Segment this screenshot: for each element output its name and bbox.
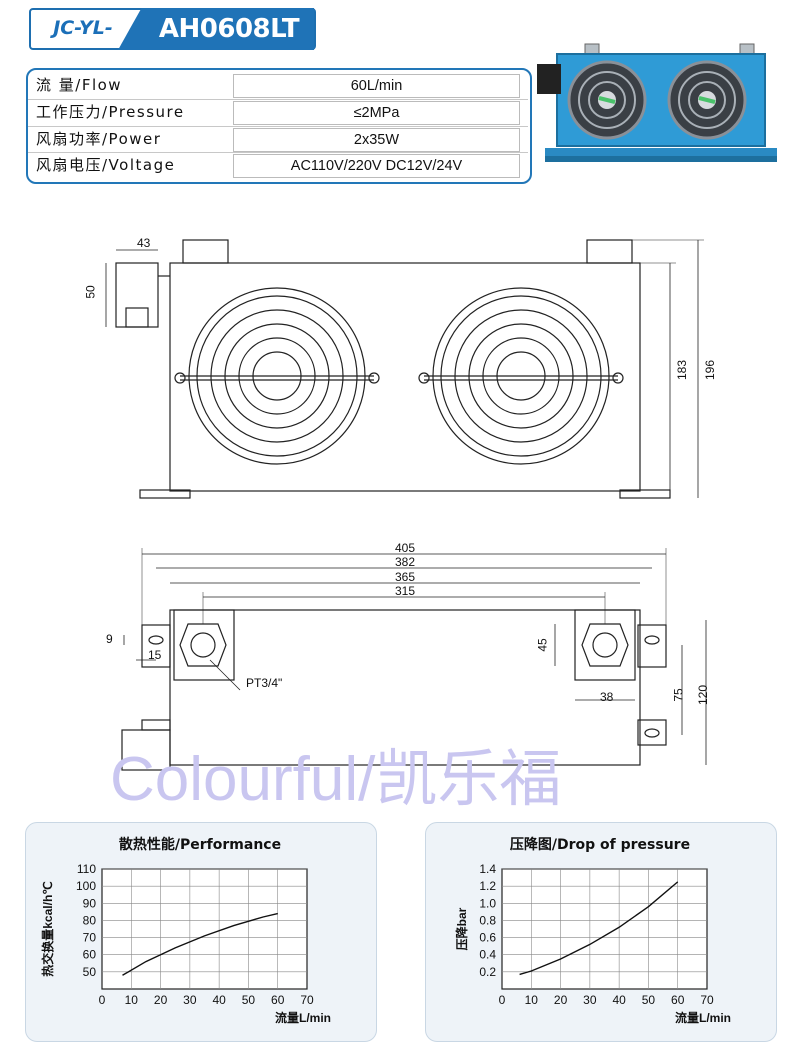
dim-120: 120 xyxy=(696,684,711,706)
y-tick-label: 0.4 xyxy=(479,948,496,962)
dim-45: 45 xyxy=(535,638,550,652)
spec-label: 流 量/Flow xyxy=(36,76,123,94)
series-line xyxy=(519,881,679,976)
y-tick-label: 80 xyxy=(83,913,97,927)
x-tick-label: 50 xyxy=(242,993,256,1007)
x-tick-label: 10 xyxy=(525,993,539,1007)
x-tick-label: 60 xyxy=(671,993,685,1007)
spec-divider xyxy=(28,126,528,127)
front-view-drawing xyxy=(105,239,704,499)
fan-icon xyxy=(567,60,647,140)
y-tick-label: 1.4 xyxy=(479,862,496,876)
dim-body-height: 183 xyxy=(675,359,690,381)
dim-total-height: 196 xyxy=(703,359,718,381)
y-tick-label: 50 xyxy=(83,965,97,979)
spec-divider xyxy=(28,152,528,153)
model-prefix: JC-YL- xyxy=(53,17,113,39)
y-tick-label: 60 xyxy=(83,948,97,962)
x-tick-label: 10 xyxy=(125,993,139,1007)
dim-382: 382 xyxy=(395,555,416,569)
y-tick-label: 110 xyxy=(77,862,96,876)
x-tick-label: 50 xyxy=(642,993,656,1007)
spec-row-pressure: 工作压力/Pressure ≤2MPa xyxy=(28,99,528,125)
y-tick-label: 0.8 xyxy=(479,913,496,927)
model-badge xyxy=(118,8,314,50)
x-tick-label: 0 xyxy=(99,993,106,1007)
x-tick-label: 70 xyxy=(700,993,714,1007)
spec-label: 风扇功率/Power xyxy=(36,130,162,148)
dim-terminal-height: 50 xyxy=(83,285,98,299)
pressure-drop-chart: 0 10 20 30 40 50 60 70 0.2 0.4 0.6 0.8 1.0 1.2 1.4 流量L/… xyxy=(454,862,731,1025)
dim-75: 75 xyxy=(671,688,686,702)
y-tick-label: 100 xyxy=(76,879,96,893)
dim-9: 9 xyxy=(106,632,113,646)
spec-value: ≤2MPa xyxy=(233,101,520,125)
y-tick-label: 1.0 xyxy=(479,896,496,910)
y-tick-label: 90 xyxy=(83,896,97,910)
x-tick-label: 0 xyxy=(499,993,506,1007)
y-axis-label: 热交换量kcal/h℃ xyxy=(40,881,55,977)
x-tick-label: 20 xyxy=(554,993,568,1007)
x-tick-label: 20 xyxy=(154,993,168,1007)
x-tick-label: 60 xyxy=(271,993,285,1007)
dim-38: 38 xyxy=(600,690,614,704)
x-axis-label: 流量L/min xyxy=(675,1010,731,1025)
x-tick-label: 40 xyxy=(212,993,226,1007)
y-axis-label: 压降bar xyxy=(454,907,469,950)
dim-365: 365 xyxy=(395,570,416,584)
dim-405: 405 xyxy=(395,541,416,555)
spec-value: 2x35W xyxy=(233,128,520,152)
x-tick-label: 40 xyxy=(612,993,626,1007)
fan-guard-icon xyxy=(418,287,624,465)
pressure-drop-chart-title: 压降图/Drop of pressure xyxy=(509,837,691,853)
x-axis-label: 流量L/min xyxy=(275,1010,331,1025)
y-tick-label: 1.2 xyxy=(479,879,496,893)
x-tick-label: 70 xyxy=(300,993,314,1007)
y-tick-label: 0.2 xyxy=(479,965,496,979)
y-tick-label: 70 xyxy=(83,931,97,945)
dim-15: 15 xyxy=(148,648,162,662)
dim-terminal-width: 43 xyxy=(137,236,151,250)
x-tick-label: 30 xyxy=(183,993,197,1007)
fan-icon xyxy=(667,60,747,140)
spec-label: 工作压力/Pressure xyxy=(36,103,185,121)
spec-table xyxy=(26,68,532,184)
spec-row-voltage: 风扇电压/Voltage AC110V/220V DC12V/24V xyxy=(28,152,528,178)
port-label: PT3/4" xyxy=(246,676,283,690)
spec-value: 60L/min xyxy=(233,74,520,98)
x-tick-label: 30 xyxy=(583,993,597,1007)
series-line xyxy=(122,912,278,976)
spec-value: AC110V/220V DC12V/24V xyxy=(233,154,520,178)
product-photo xyxy=(537,43,777,162)
performance-chart: 0 10 20 30 40 50 60 70 50 60 70 80 90 100 110 流量L/min 热交… xyxy=(40,862,331,1025)
performance-chart-title: 散热性能/Performance xyxy=(118,837,282,853)
dim-315: 315 xyxy=(395,584,416,598)
spec-label: 风扇电压/Voltage xyxy=(36,156,176,174)
plot-area xyxy=(101,868,308,990)
watermark-text: Colourful/凯乐福 xyxy=(110,745,562,814)
spec-divider xyxy=(28,99,528,100)
model-name: AH0608LT xyxy=(158,14,300,44)
fan-guard-icon xyxy=(174,287,380,465)
top-view-drawing xyxy=(121,548,707,771)
spec-row-power: 风扇功率/Power 2x35W xyxy=(28,126,528,152)
y-tick-label: 0.6 xyxy=(479,931,496,945)
spec-row-flow: 流 量/Flow 60L/min xyxy=(28,72,528,98)
